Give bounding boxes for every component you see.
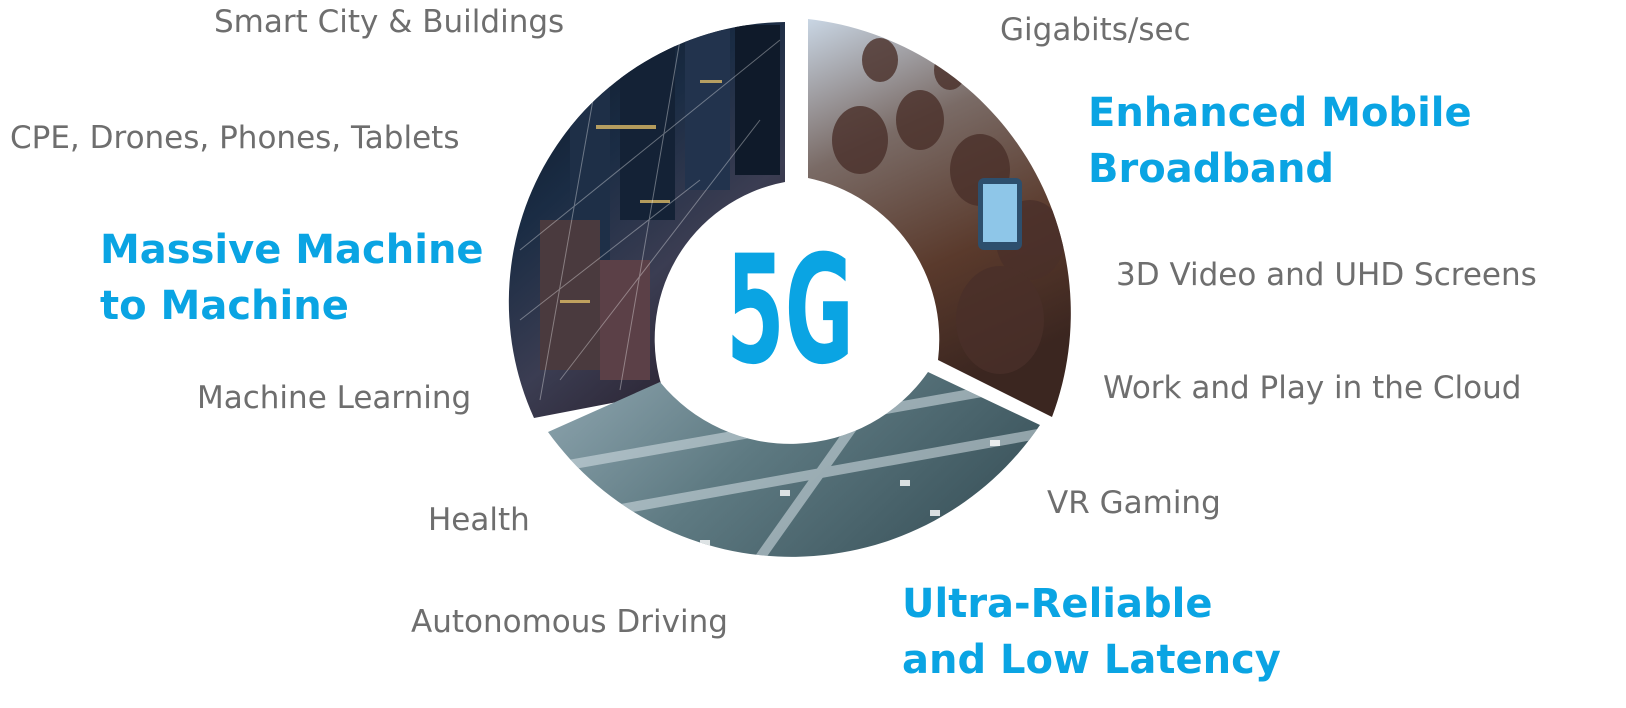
- category-urllc-line2: and Low Latency: [902, 637, 1281, 683]
- category-mmtc-line2: to Machine: [100, 283, 349, 329]
- label-gigabits: Gigabits/sec: [1000, 12, 1191, 48]
- category-urllc: Ultra-Reliable and Low Latency: [902, 576, 1281, 688]
- center-label-5g: 5G: [726, 224, 854, 398]
- label-3d-video-uhd: 3D Video and UHD Screens: [1116, 257, 1537, 293]
- segment-city-image: [508, 22, 785, 418]
- category-urllc-line1: Ultra-Reliable: [902, 581, 1213, 627]
- category-embb: Enhanced Mobile Broadband: [1088, 85, 1472, 197]
- category-mmtc-line1: Massive Machine: [100, 227, 484, 273]
- label-smart-city: Smart City & Buildings: [214, 4, 565, 40]
- category-embb-line1: Enhanced Mobile: [1088, 90, 1472, 136]
- label-health: Health: [428, 502, 530, 538]
- label-vr-gaming: VR Gaming: [1047, 485, 1221, 521]
- category-mmtc: Massive Machine to Machine: [100, 222, 484, 334]
- label-autonomous-driving: Autonomous Driving: [411, 604, 728, 640]
- label-cloud: Work and Play in the Cloud: [1103, 370, 1522, 406]
- segment-crowd-image: [808, 19, 1071, 417]
- label-cpe-devices: CPE, Drones, Phones, Tablets: [10, 120, 460, 156]
- category-embb-line2: Broadband: [1088, 146, 1335, 192]
- label-machine-learning: Machine Learning: [197, 380, 472, 416]
